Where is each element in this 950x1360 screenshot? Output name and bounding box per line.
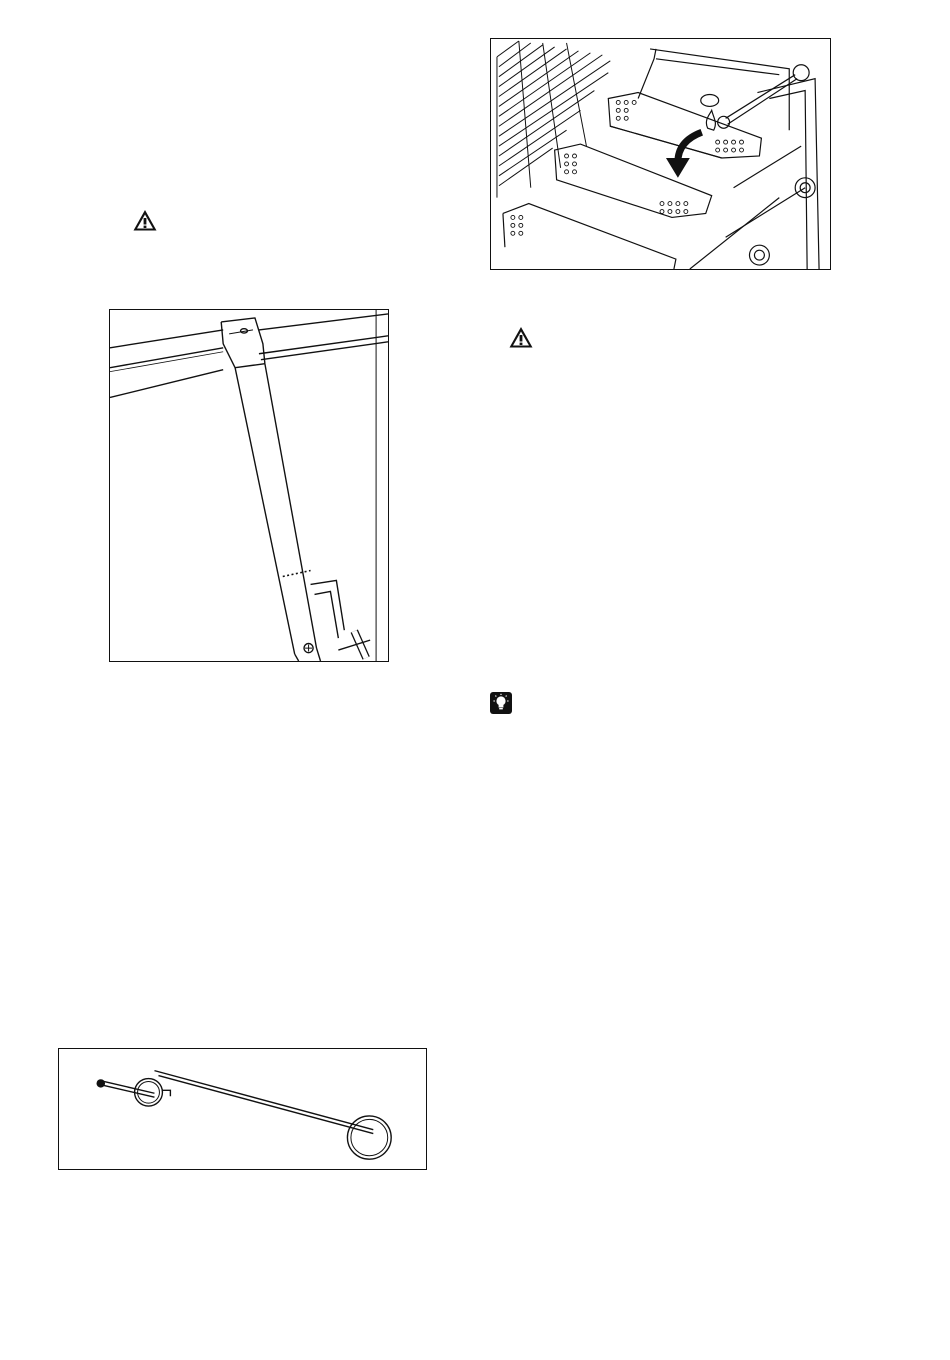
ignition-wire-figure [58, 1048, 427, 1170]
warning-triangle-icon [132, 208, 158, 232]
lightbulb-tip-icon [490, 692, 512, 714]
heat-shields-figure [490, 38, 831, 270]
warning-triangle-icon [508, 325, 534, 349]
burner-tube-figure [109, 309, 389, 662]
